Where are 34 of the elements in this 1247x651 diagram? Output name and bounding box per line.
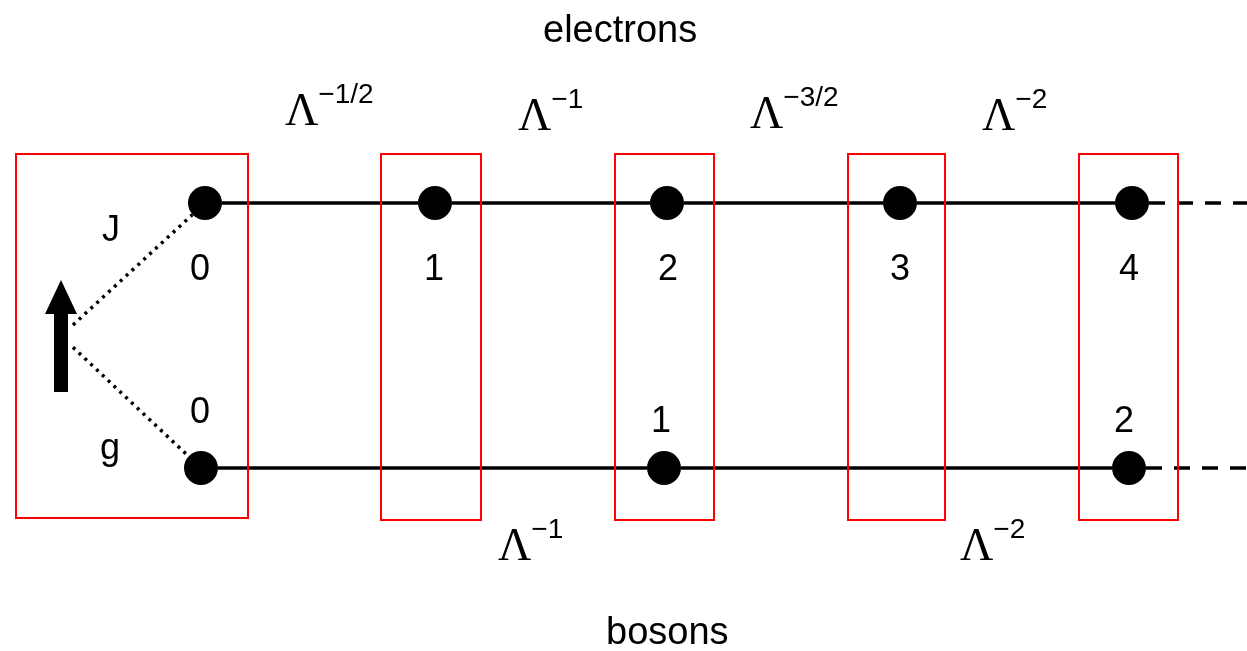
chain-heading: bosons <box>606 610 729 651</box>
node-dot <box>650 186 684 220</box>
node-number: 2 <box>1114 402 1135 438</box>
node-dot <box>1115 186 1149 220</box>
node-number: 3 <box>890 250 911 286</box>
line <box>452 201 650 205</box>
node-number: 2 <box>658 250 679 286</box>
line <box>222 201 418 205</box>
line <box>917 201 1115 205</box>
node-dot <box>647 451 681 485</box>
node-dot <box>418 186 452 220</box>
spin-arrow-icon <box>44 280 78 392</box>
dashed-line <box>1146 466 1247 470</box>
node-dot <box>188 186 222 220</box>
line <box>684 201 883 205</box>
group-box <box>847 153 946 521</box>
dashed-line <box>1149 201 1247 205</box>
node-number: 0 <box>190 393 211 429</box>
chain-heading: electrons <box>543 8 698 50</box>
group-box <box>1078 153 1179 521</box>
line <box>218 466 647 470</box>
group-box <box>380 153 482 521</box>
node-dot <box>184 451 218 485</box>
dashed-line <box>71 213 194 327</box>
node-number: 1 <box>651 402 672 438</box>
node-number: 4 <box>1119 250 1140 286</box>
group-box <box>614 153 715 521</box>
node-number: 0 <box>190 250 211 286</box>
group-box <box>15 153 249 519</box>
node-dot <box>1112 451 1146 485</box>
line <box>681 466 1112 470</box>
node-number: 1 <box>424 250 445 286</box>
dashed-line <box>71 346 190 458</box>
node-dot <box>883 186 917 220</box>
